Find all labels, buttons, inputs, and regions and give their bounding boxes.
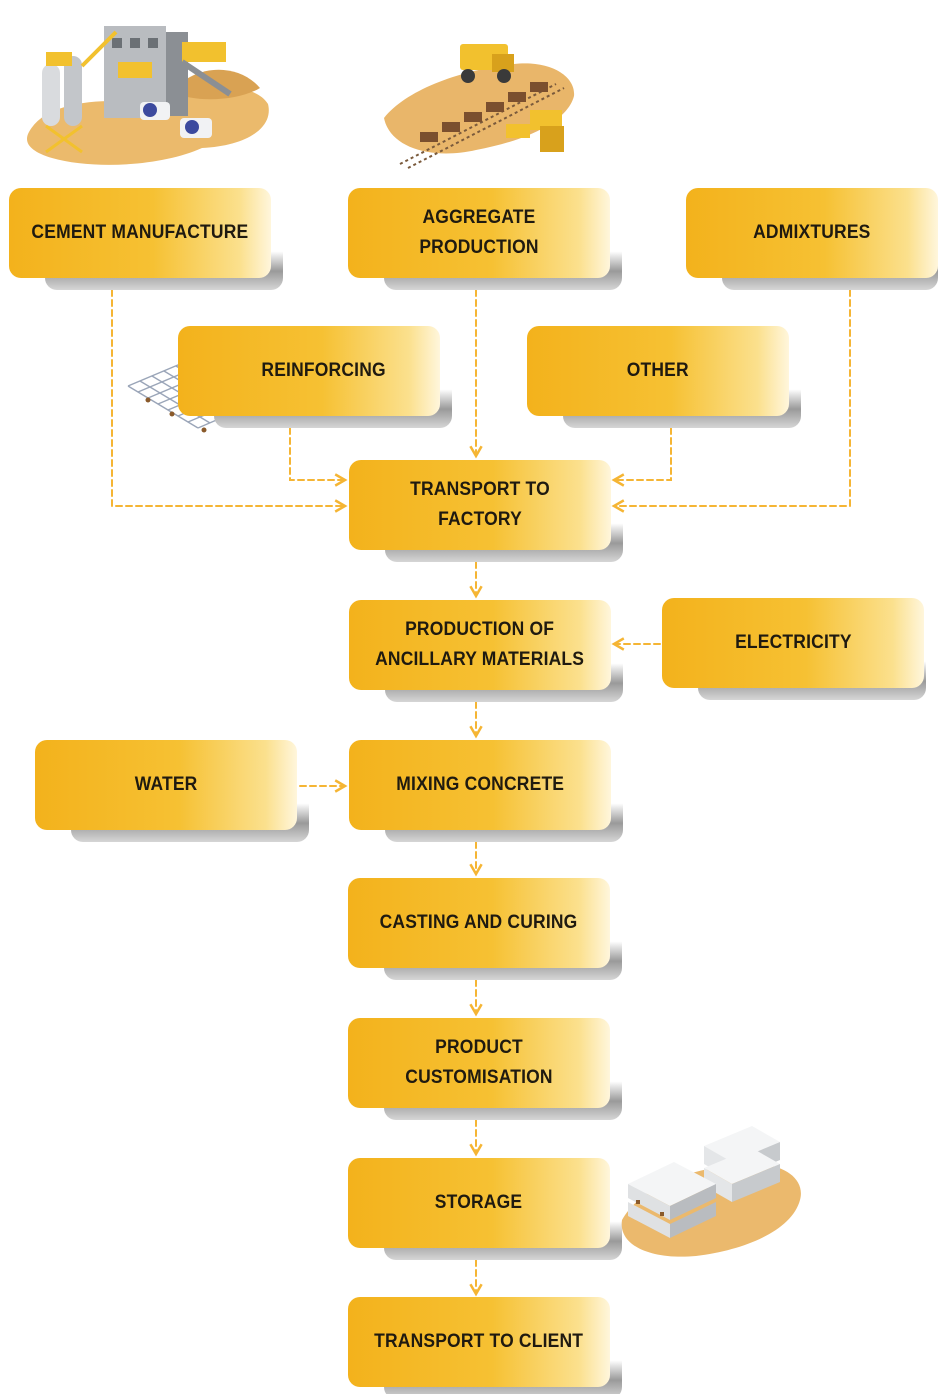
node-other: OTHER: [527, 326, 801, 428]
cement-plant-icon: [27, 26, 269, 165]
node-label: PRODUCTION OF ANCILLARY MATERIALS: [375, 619, 585, 670]
node-label: CEMENT MANUFACTURE: [31, 222, 249, 243]
precast-storage-icon: [621, 1126, 801, 1257]
edge-cement-to-transport: [111, 279, 348, 513]
node-label: STORAGE: [435, 1192, 523, 1213]
edge-other-to-transport: [611, 417, 672, 487]
node-label: MIXING CONCRETE: [396, 774, 564, 795]
node-admixtures: ADMIXTURES: [686, 188, 938, 290]
node-transport-to-factory: TRANSPORT TO FACTORY: [349, 460, 623, 562]
node-transport-to-client: TRANSPORT TO CLIENT: [348, 1297, 622, 1394]
node-cement-manufacture: CEMENT MANUFACTURE: [9, 188, 283, 290]
node-ancillary-materials: PRODUCTION OF ANCILLARY MATERIALS: [349, 600, 623, 702]
node-reinforcing: REINFORCING: [178, 326, 452, 428]
edge-reinforcing-to-transport: [289, 417, 348, 487]
node-water: WATER: [35, 740, 309, 842]
node-mixing-concrete: MIXING CONCRETE: [349, 740, 623, 842]
node-electricity: ELECTRICITY: [662, 598, 926, 700]
node-aggregate-production: AGGREGATE PRODUCTION: [348, 188, 622, 290]
node-label: OTHER: [626, 360, 690, 381]
node-product-customisation: PRODUCT CUSTOMISATION: [348, 1018, 622, 1120]
node-label: TRANSPORT TO FACTORY: [410, 479, 550, 530]
node-label: PRODUCT CUSTOMISATION: [405, 1037, 553, 1088]
node-label: AGGREGATE PRODUCTION: [419, 207, 539, 258]
node-label: REINFORCING: [261, 360, 387, 381]
node-label: TRANSPORT TO CLIENT: [374, 1331, 584, 1352]
node-storage: STORAGE: [348, 1158, 622, 1260]
node-label: ELECTRICITY: [734, 632, 852, 653]
node-label: CASTING AND CURING: [380, 912, 578, 933]
node-casting-and-curing: CASTING AND CURING: [348, 878, 622, 980]
node-label: WATER: [134, 774, 198, 795]
edge-admixtures-to-transport: [611, 279, 851, 513]
quarry-icon: [384, 44, 575, 169]
node-label: ADMIXTURES: [753, 222, 871, 243]
